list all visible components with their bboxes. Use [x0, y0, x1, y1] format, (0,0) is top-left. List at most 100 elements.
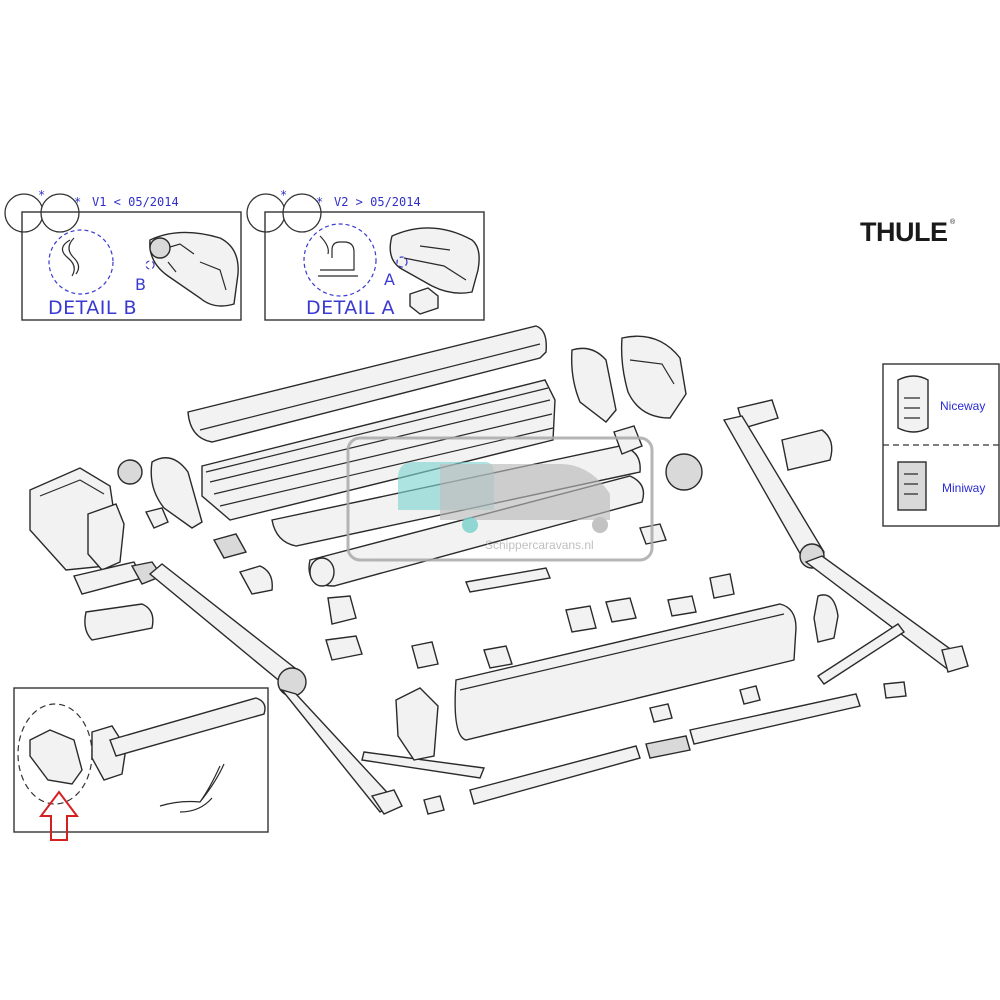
callout-b: B [135, 275, 146, 294]
right-arm-foot [941, 645, 969, 673]
left-arm-assembly [29, 467, 485, 815]
motor-tube [109, 697, 266, 757]
fitting [565, 605, 597, 633]
asterisk-mark: * [74, 195, 81, 209]
detail-b-circle [48, 229, 114, 295]
roller-end [309, 557, 335, 587]
end-cap-detail [403, 245, 467, 281]
watermark-wheel [462, 517, 478, 533]
front-bar-edge [459, 613, 785, 691]
watermark-camper-icon [440, 464, 610, 520]
clip-hook [319, 235, 329, 255]
detail-b-frame [21, 211, 242, 321]
asterisk-mark: * [316, 195, 323, 209]
end-cap-part [149, 231, 239, 307]
fitting [739, 685, 761, 705]
cover-edge [199, 343, 541, 431]
marker-circle [40, 193, 80, 233]
small-bracket [325, 635, 363, 661]
miniway-label: Miniway [942, 481, 985, 495]
fitting [411, 641, 439, 669]
watermark-frame [346, 436, 654, 562]
right-lead-cap [813, 594, 839, 643]
left-elbow-joint [277, 667, 307, 697]
asterisk-mark: * [38, 188, 45, 202]
lower-rail-right [689, 693, 861, 745]
right-motor-cover [781, 429, 833, 471]
detail-a-pointer [396, 256, 408, 268]
niceway-label: Niceway [940, 399, 985, 413]
cassette-body [201, 379, 556, 521]
left-end-plate [150, 457, 203, 529]
right-cover-edge [629, 359, 675, 385]
left-bearing-housing [238, 565, 273, 595]
fittings-row [411, 567, 907, 723]
lower-rail-left [469, 745, 641, 805]
detail-b-pointer [145, 260, 155, 270]
right-end-plate [570, 347, 617, 423]
front-cover-profile [187, 325, 547, 443]
fitting [709, 573, 735, 599]
right-end-cover [620, 335, 687, 419]
fitting [667, 595, 697, 617]
clip-profile [318, 241, 358, 277]
version-label-v2: V2 > 05/2014 [334, 195, 421, 209]
fitting [883, 681, 907, 699]
end-cap-hub [149, 237, 171, 259]
remote-box: Niceway Miniway [882, 363, 1000, 527]
motor-inset-frame [13, 687, 269, 833]
right-arm-assembly [722, 399, 969, 685]
registered-mark: ® [950, 218, 956, 226]
motor-end-cap [29, 729, 83, 785]
small-clip [327, 595, 357, 625]
legend-v2: * * V2 > 05/2014 DETAIL A A [246, 188, 485, 321]
end-cap-part [389, 227, 480, 294]
brand-logo-text: THULE [860, 217, 948, 247]
fitting [649, 703, 673, 723]
left-motor-cover [84, 603, 154, 641]
left-bracket [87, 503, 125, 571]
asterisk-mark: * [280, 188, 287, 202]
left-lead-cap [395, 687, 439, 761]
fitting [605, 597, 637, 623]
version-label-v1: V1 < 05/2014 [92, 195, 179, 209]
hook-profile [61, 237, 80, 277]
detail-a-frame [264, 211, 485, 321]
niceway-remote-icon [897, 375, 929, 433]
right-clip [613, 425, 643, 455]
rail-clip [465, 567, 551, 593]
left-bearing [212, 533, 248, 559]
right-gear [665, 453, 703, 491]
highlight-arrow-icon [39, 790, 79, 841]
fitting [483, 645, 513, 669]
detail-b-label: DETAIL B [48, 297, 137, 319]
left-support-strut [361, 751, 485, 779]
left-drive-parts [117, 457, 445, 815]
left-clip [144, 507, 169, 529]
gear-hub [117, 459, 143, 485]
cassette-ribs [205, 387, 554, 507]
small-clip [409, 287, 439, 315]
miniway-buttons [904, 473, 918, 495]
legend-v1: * * V1 < 05/2014 DETAIL B B [4, 188, 242, 321]
rail-connector [645, 735, 691, 759]
motor-inset [13, 687, 269, 833]
miniway-remote-icon [897, 461, 927, 511]
right-support-strut [816, 623, 906, 685]
niceway-buttons [904, 397, 920, 419]
small-clip [423, 795, 445, 815]
detail-a-label: DETAIL A [306, 297, 395, 319]
detail-a-circle [303, 223, 377, 297]
watermark-text: Schippercaravans.nl [485, 538, 594, 552]
left-upper-arm [148, 563, 301, 690]
thule-logo: THULE ® [860, 217, 956, 247]
watermark-wheel [592, 517, 608, 533]
callout-a: A [384, 270, 395, 289]
marker-circle [282, 193, 322, 233]
motor-cable [159, 763, 225, 813]
front-bar [454, 603, 797, 741]
left-cover-edge [39, 479, 105, 497]
left-arm-foot [370, 789, 403, 815]
watermark: Schippercaravans.nl [346, 436, 654, 562]
